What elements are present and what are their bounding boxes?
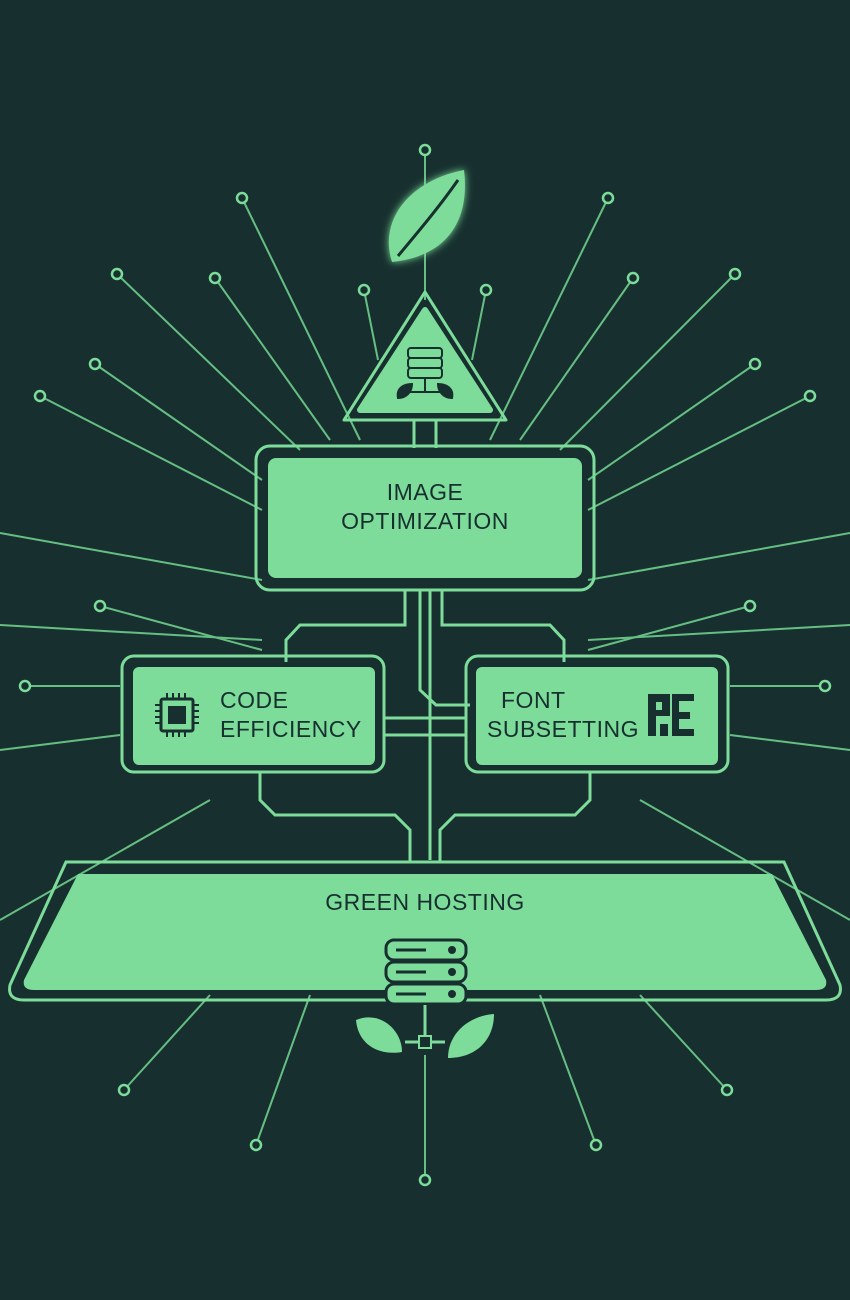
radiating-lines xyxy=(0,150,850,1180)
triangle-node xyxy=(342,290,508,422)
font-subsetting-line2: SUBSETTING xyxy=(487,716,639,742)
image-optimization-line2: OPTIMIZATION xyxy=(341,508,509,534)
green-hosting-label: GREEN HOSTING xyxy=(200,888,650,917)
font-subsetting-label: FONT SUBSETTING xyxy=(487,686,647,744)
code-efficiency-node xyxy=(120,654,386,774)
glyph-icon xyxy=(648,694,694,736)
endpoint-dots xyxy=(18,143,832,1187)
green-hosting-text: GREEN HOSTING xyxy=(325,889,525,915)
green-hosting-node xyxy=(8,860,842,1002)
server-leaf-icon xyxy=(356,938,494,1058)
code-efficiency-line1: CODE xyxy=(220,687,289,713)
image-optimization-line1: IMAGE xyxy=(386,479,464,505)
image-optimization-label: IMAGE OPTIMIZATION xyxy=(268,478,582,536)
connector-lines xyxy=(412,420,438,448)
cpu-chip-icon xyxy=(155,693,199,737)
leaf-icon xyxy=(388,170,465,262)
code-efficiency-label: CODE EFFICIENCY xyxy=(220,686,370,744)
connector-lines-middle xyxy=(284,590,566,860)
connector-lines-bottom xyxy=(258,772,592,862)
code-efficiency-line2: EFFICIENCY xyxy=(220,716,362,742)
font-subsetting-node xyxy=(464,654,730,774)
database-leaf-icon xyxy=(396,347,454,400)
image-optimization-node xyxy=(254,444,596,592)
font-subsetting-line1: FONT xyxy=(501,687,566,713)
